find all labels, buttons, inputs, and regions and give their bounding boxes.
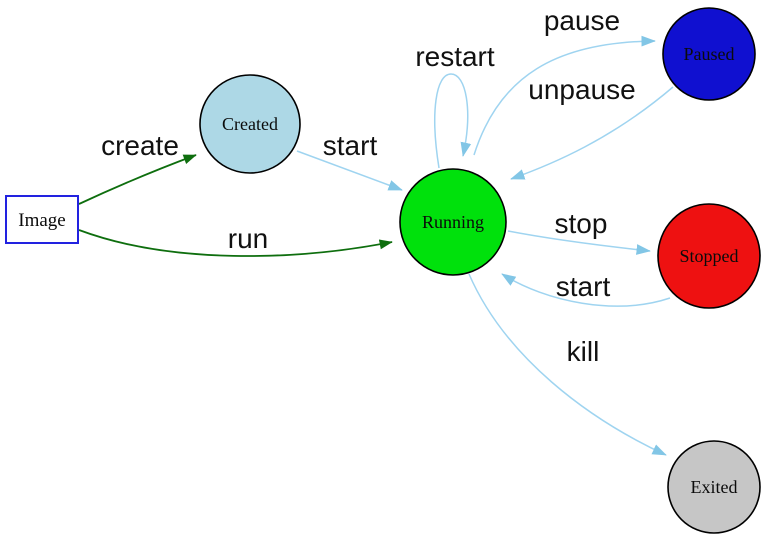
node-label-paused: Paused bbox=[684, 44, 735, 64]
edge-label-stop: stop bbox=[555, 208, 608, 239]
edge-label-kill: kill bbox=[567, 336, 600, 367]
node-label-exited: Exited bbox=[691, 477, 738, 497]
node-label-stopped: Stopped bbox=[679, 246, 738, 266]
edge-label-start-created: start bbox=[323, 130, 378, 161]
edge-start-stopped-to-running bbox=[501, 273, 671, 307]
node-paused bbox=[662, 7, 756, 101]
edge-restart-self-loop bbox=[434, 73, 472, 169]
edge-pause bbox=[473, 35, 656, 156]
edge-create bbox=[78, 154, 197, 205]
node-label-created: Created bbox=[222, 114, 278, 134]
edge-label-start-stopped: start bbox=[556, 271, 611, 302]
node-running bbox=[399, 168, 507, 276]
node-label-image: Image bbox=[18, 210, 65, 231]
node-exited bbox=[667, 440, 761, 534]
node-label-running: Running bbox=[422, 212, 484, 232]
edge-label-restart: restart bbox=[415, 41, 495, 72]
edge-stop bbox=[507, 230, 651, 255]
edge-unpause bbox=[510, 86, 674, 180]
edge-label-unpause: unpause bbox=[528, 74, 635, 105]
node-image bbox=[5, 195, 79, 244]
edge-label-pause: pause bbox=[544, 5, 620, 36]
edge-run bbox=[78, 229, 393, 257]
node-stopped bbox=[657, 203, 761, 309]
edge-label-create: create bbox=[101, 130, 179, 161]
edge-kill bbox=[468, 273, 667, 456]
edge-start-created-to-running bbox=[296, 150, 403, 191]
edge-label-run: run bbox=[228, 223, 268, 254]
node-created bbox=[199, 74, 301, 174]
